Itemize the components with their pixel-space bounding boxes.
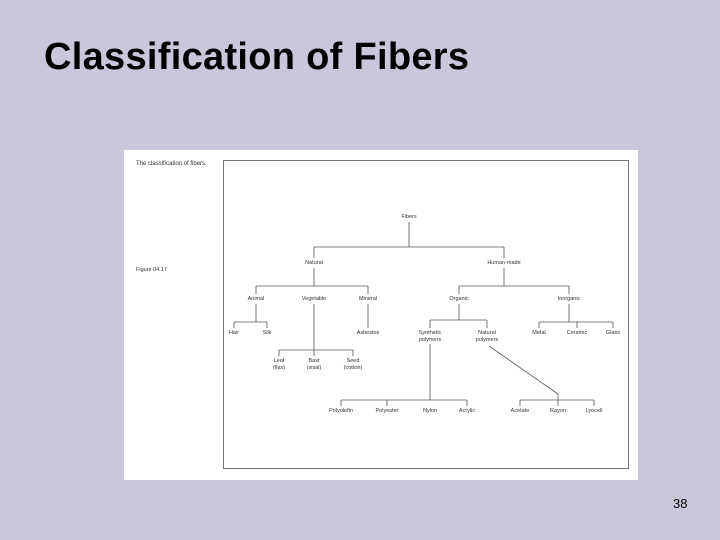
node-human-made: Human-made [487, 260, 521, 266]
slide-title: Classification of Fibers [44, 36, 470, 78]
node-rayon: Rayon [550, 408, 566, 414]
node-inorganic: Inorganic [557, 296, 581, 302]
node-ceramic: Ceramic [566, 330, 588, 336]
fiber-classification-figure: The classification of fibers. Figure 04.… [124, 150, 638, 480]
node-mineral: Mineral [358, 296, 378, 302]
node-nylon: Nylon [422, 408, 438, 414]
leaf-line-1: Leaf [273, 358, 285, 364]
seed-line-2: (cotton) [343, 364, 363, 371]
node-metal: Metal [532, 330, 546, 336]
node-seed: Seed (cotton) [344, 358, 363, 371]
node-animal: Animal [247, 296, 265, 302]
node-synthetic-polymers: Synthetic polymers [419, 330, 442, 343]
node-organic: Organic [449, 296, 469, 302]
node-acetate: Acetate [510, 408, 530, 414]
node-fibers: Fibers [401, 214, 417, 220]
bast-line-1: Bast [308, 358, 320, 364]
node-glass: Glass [605, 330, 621, 336]
page-number: 38 [673, 496, 688, 511]
node-natural-polymers: Natural polymers [476, 330, 498, 343]
synthetic-line-1: Synthetic [418, 330, 442, 336]
connector-lines [233, 222, 614, 406]
leaf-line-2: (flax) [272, 364, 286, 371]
node-acrylic: Acrylic [458, 408, 476, 414]
figure-caption: The classification of fibers. [136, 161, 207, 167]
natural-polymers-line-2: polymers [475, 336, 499, 343]
node-bast: Bast (sisal) [307, 358, 322, 371]
node-natural: Natural [305, 260, 323, 266]
connector-line [488, 345, 559, 395]
node-polyolefin: Polyolefin [329, 408, 353, 414]
node-asbestos: Asbestos [356, 330, 380, 336]
node-polyester: Polyester [375, 408, 399, 414]
seed-line-1: Seed [346, 358, 360, 364]
bast-line-2: (sisal) [306, 364, 322, 371]
node-vegetable: Vegetable [301, 296, 327, 302]
diagram-frame [223, 160, 629, 469]
node-hair: Hair [228, 330, 240, 336]
synthetic-line-2: polymers [418, 336, 442, 343]
node-lyocell: Lyocell [585, 408, 603, 414]
figure-number: Figure 04.17 [136, 267, 167, 273]
node-silk: Silk [262, 330, 272, 336]
node-leaf: Leaf (flax) [273, 358, 285, 371]
natural-polymers-line-1: Natural [478, 330, 496, 336]
